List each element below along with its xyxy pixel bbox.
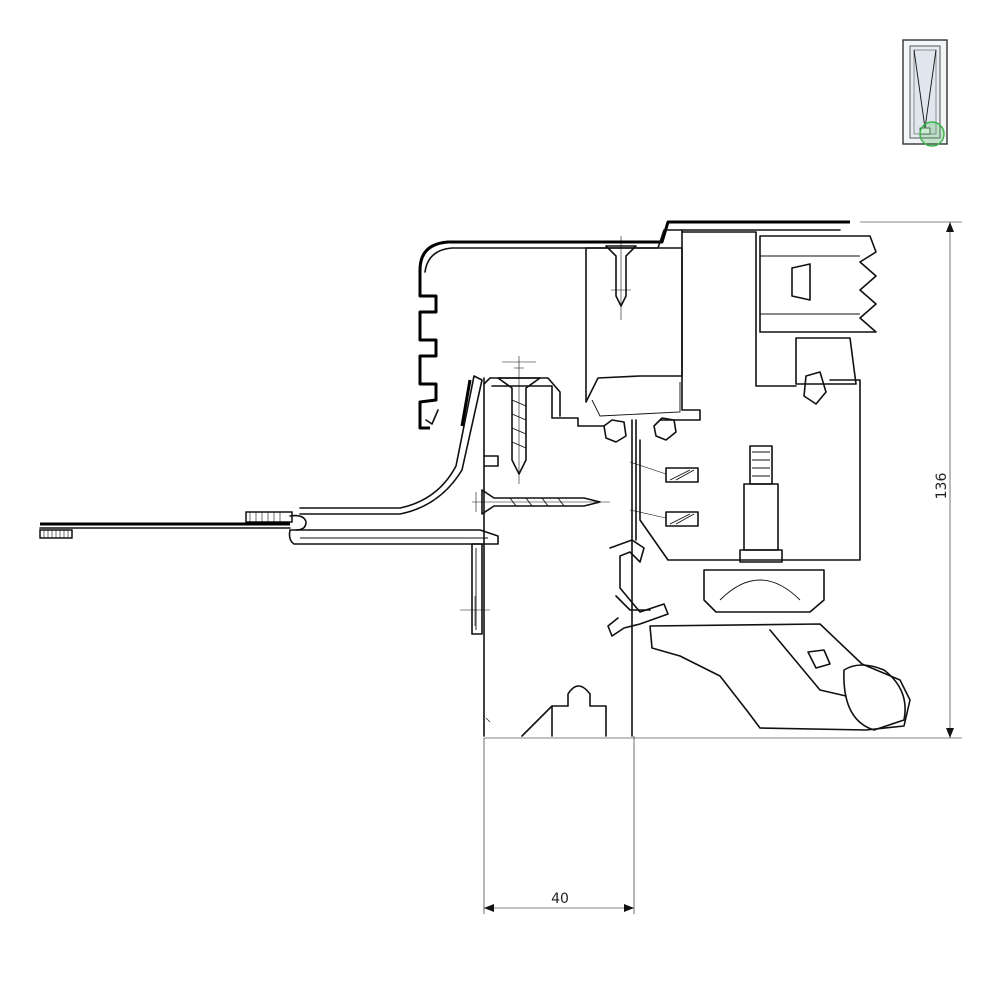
dimension-height-label: 136 [934,473,950,500]
window-tilt-icon [902,39,948,145]
sill-bracket [460,543,490,635]
dimension-width-label: 40 [551,891,569,907]
sash-profile [639,229,877,561]
dimension-height [484,221,962,739]
screw-middle [497,356,541,484]
sill-flashing [39,375,499,545]
gaskets [629,461,699,527]
detail-marker [919,121,945,147]
frame-profile [483,247,683,737]
hinge-handle [649,445,911,731]
dimension-width [483,736,635,914]
screw-horizontal [472,489,610,515]
